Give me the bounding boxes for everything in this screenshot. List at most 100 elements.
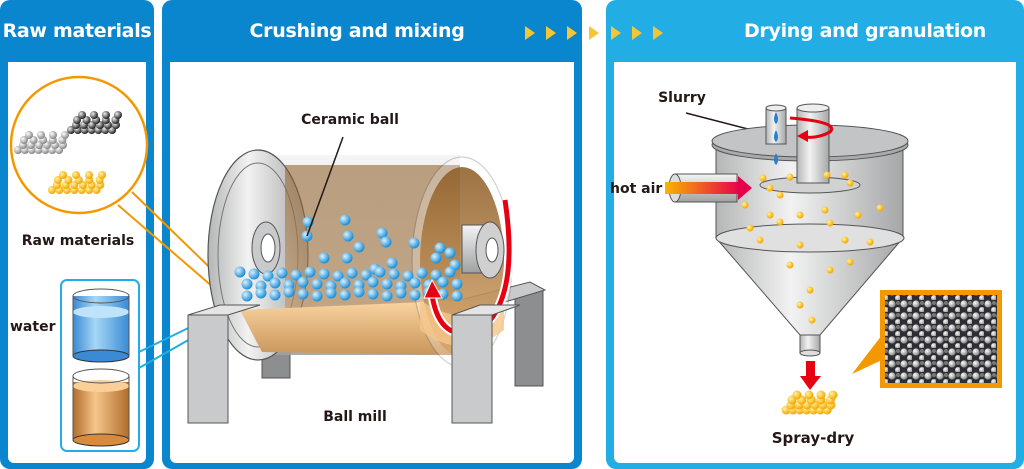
ceramic-ball xyxy=(276,267,288,279)
light-particle xyxy=(20,136,28,144)
light-particle xyxy=(14,146,22,154)
light-particle xyxy=(61,131,69,139)
ceramic-ball xyxy=(381,290,393,302)
yellow-particle xyxy=(72,171,80,179)
ceramic-ball xyxy=(346,267,358,279)
slurry-beaker xyxy=(72,368,130,447)
granule xyxy=(828,390,838,400)
light-particle xyxy=(49,131,57,139)
ceramic-ball xyxy=(367,288,379,300)
chevron-right-icon xyxy=(589,26,599,40)
ceramic-ball xyxy=(376,227,388,239)
raw-materials-header: Raw materials xyxy=(2,20,152,42)
ceramic-ball xyxy=(339,289,351,301)
ceramic-ball-label: Ceramic ball xyxy=(301,112,399,128)
ceramic-ball xyxy=(409,277,421,289)
granule xyxy=(792,390,802,400)
granule xyxy=(786,261,794,269)
ceramic-ball xyxy=(262,270,274,282)
ceramic-ball xyxy=(318,268,330,280)
granule xyxy=(841,236,849,244)
ceramic-ball xyxy=(342,230,354,242)
ceramic-ball xyxy=(241,278,253,290)
mill-stand-front xyxy=(187,304,521,424)
chevron-right-icon xyxy=(653,26,663,40)
ceramic-ball xyxy=(297,276,309,288)
yellow-particle xyxy=(48,186,56,194)
ceramic-ball xyxy=(409,289,421,301)
granule xyxy=(826,219,834,227)
ceramic-ball xyxy=(374,266,386,278)
ceramic-ball xyxy=(311,290,323,302)
ceramic-ball xyxy=(304,266,316,278)
ceramic-ball xyxy=(380,236,392,248)
raw-materials-caption: Raw materials xyxy=(22,233,135,249)
granule xyxy=(796,211,804,219)
swirl-arrow-head xyxy=(797,130,808,142)
water-beaker xyxy=(72,288,130,363)
ceramic-ball xyxy=(269,289,281,301)
ceramic-ball xyxy=(290,269,302,281)
ceramic-ball xyxy=(444,266,456,278)
ceramic-ball xyxy=(325,287,337,299)
ceramic-balls xyxy=(234,214,463,302)
ceramic-ball xyxy=(408,237,420,249)
yellow-particle xyxy=(98,171,106,179)
granule xyxy=(816,390,826,400)
ceramic-ball xyxy=(241,290,253,302)
chevron-right-icon xyxy=(525,26,535,40)
light-particle xyxy=(37,131,45,139)
granule xyxy=(806,286,814,294)
ceramic-ball xyxy=(430,252,442,264)
yellow-particle xyxy=(85,171,93,179)
ceramic-ball xyxy=(386,257,398,269)
yellow-particle xyxy=(54,176,62,184)
granule xyxy=(866,238,874,246)
granule xyxy=(756,236,764,244)
spray-dryer xyxy=(711,103,909,357)
granule xyxy=(766,211,774,219)
ceramic-ball xyxy=(269,277,281,289)
ceramic-ball xyxy=(451,290,463,302)
chevron-right-icon xyxy=(546,26,556,40)
hot-air-label: hot air xyxy=(610,181,662,197)
ball-mill-label: Ball mill xyxy=(323,409,387,425)
granule xyxy=(741,201,749,209)
yellow-particle xyxy=(64,176,73,184)
ceramic-ball xyxy=(367,276,379,288)
dark-particle xyxy=(78,111,86,119)
dark-particle xyxy=(73,116,81,124)
ceramic-ball xyxy=(395,287,407,299)
ceramic-ball xyxy=(311,278,323,290)
ceramic-ball xyxy=(255,287,267,299)
ceramic-ball xyxy=(341,252,353,264)
granule xyxy=(759,174,767,182)
ceramic-ball xyxy=(444,247,456,259)
ceramic-ball xyxy=(360,269,372,281)
ceramic-ball xyxy=(388,268,400,280)
ceramic-ball xyxy=(353,241,365,253)
granule xyxy=(766,184,774,192)
ceramic-ball xyxy=(353,286,365,298)
hot-air-arrow-icon xyxy=(665,176,752,200)
drying-granulation-header: Drying and granulation xyxy=(606,0,1024,62)
dark-particle xyxy=(114,111,122,119)
chevron-right-icon xyxy=(567,26,577,40)
spray-dry-pile xyxy=(781,390,838,415)
swirl-arrow-icon xyxy=(789,116,834,139)
granule xyxy=(746,224,754,232)
ceramic-ball xyxy=(416,267,428,279)
dark-particle xyxy=(102,111,110,119)
granule xyxy=(823,171,831,179)
ceramic-ball xyxy=(339,214,351,226)
granule xyxy=(876,204,884,212)
ceramic-ball-pointer xyxy=(306,136,344,237)
ceramic-ball xyxy=(381,278,393,290)
ceramic-ball xyxy=(339,277,351,289)
granule xyxy=(796,301,804,309)
granule-micrograph xyxy=(852,290,1002,388)
ceramic-ball xyxy=(451,278,463,290)
yellow-particle xyxy=(59,171,67,179)
drying-granulation-title: Drying and granulation xyxy=(743,20,987,42)
